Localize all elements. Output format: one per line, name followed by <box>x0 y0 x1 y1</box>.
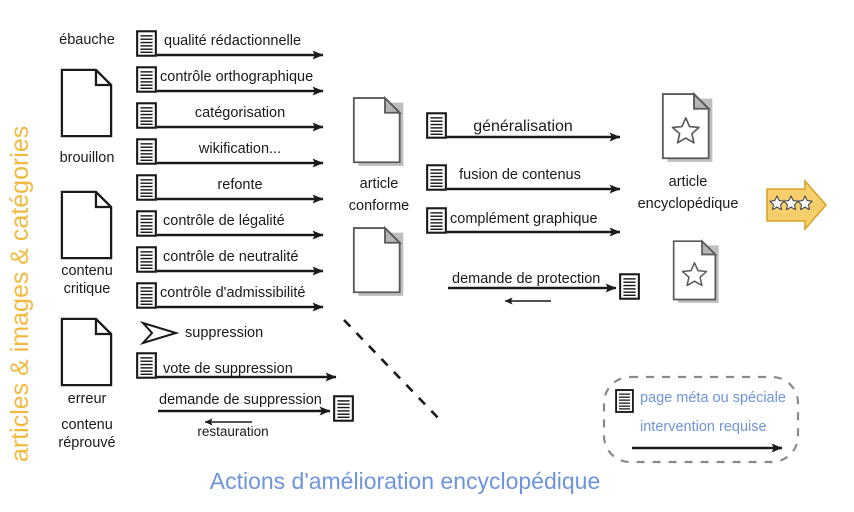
meta-page-icon-protection <box>619 273 640 300</box>
input-label-ebauche: ébauche <box>59 32 115 48</box>
three-stars-arrow-badge <box>766 178 828 232</box>
action-row-categorisation[interactable] <box>136 102 324 132</box>
action-label-controle-admissibilite[interactable]: contrôle d'admissibilité <box>160 285 306 301</box>
action-label-restauration[interactable]: restauration <box>197 424 269 439</box>
action-row-qualite-redactionnelle[interactable] <box>136 30 324 60</box>
middle-doc-top <box>352 97 405 167</box>
input-label-contenu-critique-line2: critique <box>63 281 111 297</box>
input-label-contenu-reprouve-line1: contenu <box>61 417 113 433</box>
input-label-contenu-reprouve-line2: réprouvé <box>58 435 116 451</box>
action-row-controle-de-legalite[interactable] <box>136 210 324 240</box>
action-row-generalisation[interactable] <box>426 112 621 142</box>
action-row-vote-de-suppression[interactable] <box>136 352 337 382</box>
right-doc-top-star <box>661 93 714 163</box>
right-label-article: article <box>668 174 708 190</box>
input-doc-brouillon <box>60 68 113 138</box>
right-doc-bottom-star <box>672 240 720 304</box>
side-title: articles & images & catégories <box>6 125 34 462</box>
action-row-refonte[interactable] <box>136 174 324 204</box>
dashed-separator <box>343 319 443 423</box>
input-doc-erreur <box>60 317 113 387</box>
hollow-chevron-icon <box>139 321 180 345</box>
action-label-categorisation[interactable]: catégorisation <box>194 105 286 121</box>
action-row-demande-de-protection[interactable] <box>448 273 640 305</box>
action-label-fusion-de-contenus[interactable]: fusion de contenus <box>459 167 581 183</box>
action-label-vote-de-suppression[interactable]: vote de suppression <box>163 361 293 377</box>
bottom-caption: Actions d'amélioration encyclopédique <box>209 468 601 494</box>
action-row-controle-admissibilite[interactable] <box>136 282 324 312</box>
action-label-demande-de-protection[interactable]: demande de protection <box>452 271 601 287</box>
action-row-fusion-de-contenus[interactable] <box>426 164 621 194</box>
action-row-wikification[interactable] <box>136 138 324 168</box>
action-row-controle-orthographique[interactable] <box>136 66 324 96</box>
action-row-complement-graphique[interactable] <box>426 207 621 237</box>
input-label-erreur: erreur <box>67 391 107 407</box>
action-label-controle-orthographique[interactable]: contrôle orthographique <box>160 69 314 85</box>
action-label-qualite-redactionnelle[interactable]: qualité rédactionnelle <box>164 33 302 49</box>
input-doc-contenu-critique <box>60 190 113 260</box>
action-row-demande-de-suppression[interactable] <box>158 395 354 426</box>
right-label-encyclopedique: encyclopédique <box>637 196 739 212</box>
action-label-complement-graphique[interactable]: complément graphique <box>450 211 598 227</box>
legend-meta-page-icon <box>615 389 634 413</box>
action-label-wikification[interactable]: wikification... <box>198 141 282 157</box>
middle-doc-bottom <box>352 227 405 297</box>
action-label-generalisation[interactable]: généralisation <box>473 118 573 135</box>
action-row-suppression[interactable] <box>139 321 180 345</box>
action-row-controle-de-neutralite[interactable] <box>136 246 324 276</box>
action-label-demande-de-suppression[interactable]: demande de suppression <box>159 392 322 408</box>
action-label-controle-de-legalite[interactable]: contrôle de légalité <box>163 213 285 229</box>
action-label-controle-de-neutralite[interactable]: contrôle de neutralité <box>163 249 299 265</box>
action-label-suppression[interactable]: suppression <box>185 325 264 341</box>
legend-box <box>602 375 800 464</box>
action-label-refonte[interactable]: refonte <box>217 177 263 193</box>
middle-label-conforme: conforme <box>348 198 410 214</box>
legend-label-intervention-requise: intervention requise <box>640 419 767 435</box>
input-label-brouillon: brouillon <box>59 150 115 166</box>
meta-page-icon-suppression <box>333 395 354 422</box>
legend-label-page-meta: page méta ou spéciale <box>640 390 786 406</box>
middle-label-article: article <box>359 176 399 192</box>
input-label-contenu-critique-line1: contenu <box>61 263 113 279</box>
